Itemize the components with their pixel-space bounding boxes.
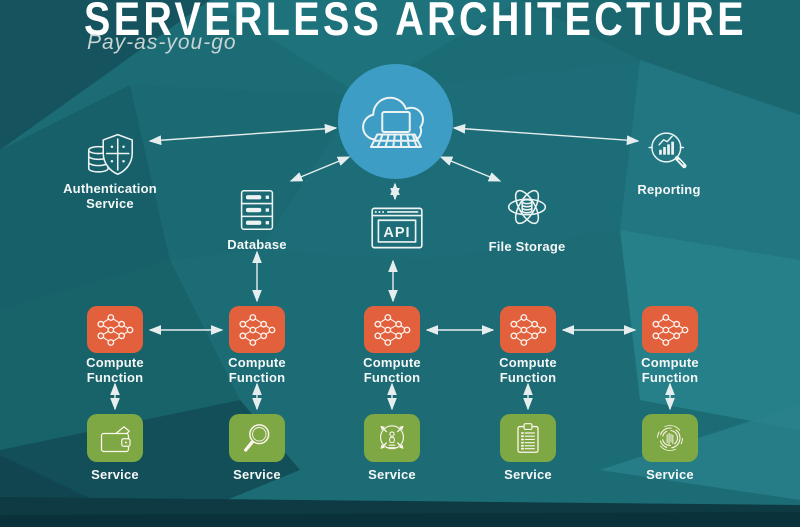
- atom-database-icon: [507, 189, 547, 225]
- authentication-service-label: Authentication Service: [63, 181, 157, 211]
- service-node-1: [87, 414, 143, 462]
- service-node-3: [364, 414, 420, 462]
- page-title: SERVERLESS ARCHITECTURE: [84, 0, 747, 45]
- compute-function-label-2: Compute Function: [228, 355, 286, 385]
- compute-function-node-5: [642, 306, 698, 353]
- magnifier-icon: [244, 424, 270, 452]
- compute-function-label-4: Compute Function: [499, 355, 557, 385]
- compute-function-label-3: Compute Function: [363, 355, 421, 385]
- neural-network-icon: [374, 313, 411, 346]
- page-subtitle: Pay-as-you-go: [87, 31, 237, 54]
- cloud-laptop-icon: [361, 96, 424, 148]
- service-node-5: [642, 414, 698, 462]
- compute-function-node-1: [87, 306, 143, 353]
- compute-function-label-1: Compute Function: [86, 355, 144, 385]
- compute-function-node-2: [229, 306, 285, 353]
- neural-network-icon: [652, 313, 689, 346]
- wallet-icon: [100, 426, 131, 453]
- api-window-icon: API: [371, 207, 423, 249]
- neural-network-icon: [239, 313, 276, 346]
- fingerprint-icon: [657, 425, 683, 451]
- compute-function-node-4: [500, 306, 556, 353]
- neural-network-icon: [510, 313, 547, 346]
- service-node-2: [229, 414, 285, 462]
- service-label-2: Service: [233, 467, 281, 482]
- compute-function-label-5: Compute Function: [641, 355, 699, 385]
- service-label-3: Service: [368, 467, 416, 482]
- compute-function-node-3: [364, 306, 420, 353]
- database-label: Database: [227, 237, 287, 252]
- chart-magnifier-icon: [648, 132, 687, 169]
- reporting-label: Reporting: [637, 182, 701, 197]
- cloud-hub-node: [338, 64, 453, 179]
- file-storage-label: File Storage: [488, 239, 566, 254]
- service-node-4: [500, 414, 556, 462]
- api-icon-text: API: [383, 225, 410, 241]
- broadcast-person-icon: [380, 425, 404, 450]
- service-label-4: Service: [504, 467, 552, 482]
- shield-coins-icon: [87, 133, 134, 176]
- neural-network-icon: [97, 313, 134, 346]
- server-rack-icon: [240, 190, 274, 230]
- service-label-1: Service: [91, 467, 139, 482]
- clipboard-icon: [517, 423, 539, 453]
- service-label-5: Service: [646, 467, 694, 482]
